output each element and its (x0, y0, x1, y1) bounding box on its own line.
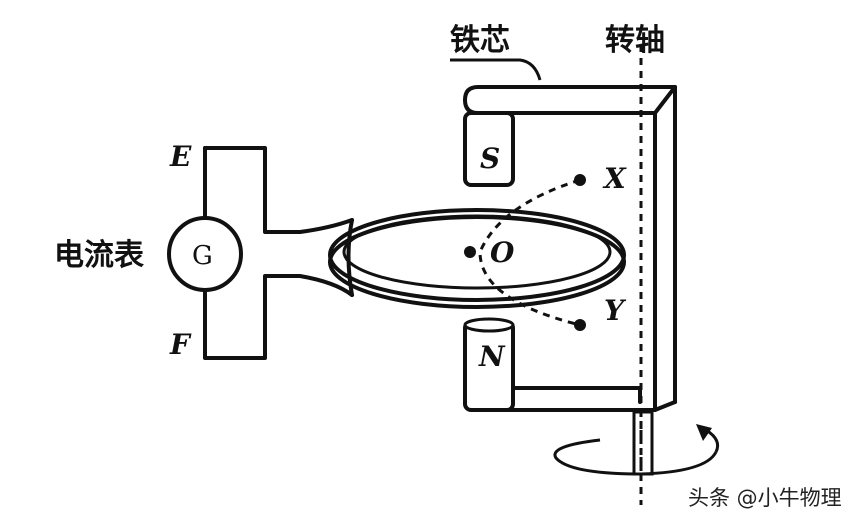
copper-disc (328, 208, 626, 309)
point-o-dot (464, 246, 476, 258)
watermark: 头条 @小牛物理 (688, 486, 842, 510)
iron-core-label: 铁芯 (450, 23, 510, 58)
shaft-label: 转轴 (605, 23, 665, 58)
circuit (203, 146, 354, 360)
point-o-label: O (490, 236, 515, 269)
galvanometer: G (167, 216, 243, 292)
pole-n: N (463, 317, 515, 412)
rotation-shaft (553, 45, 720, 505)
terminal-e-label: E (169, 140, 192, 173)
pole-s: S (463, 111, 515, 187)
point-x-label: X (602, 162, 627, 195)
pole-n-label: N (478, 340, 506, 373)
terminal-f-label: F (169, 328, 192, 361)
iron-core-leader (450, 58, 542, 81)
pole-s-label: S (480, 142, 500, 175)
galvanometer-label: G (192, 241, 213, 271)
point-y-dot (574, 319, 586, 331)
rotation-arrowhead-icon (696, 424, 712, 441)
ammeter-label: 电流表 (54, 238, 144, 273)
point-x-dot (574, 174, 586, 186)
point-y-label: Y (604, 294, 627, 327)
